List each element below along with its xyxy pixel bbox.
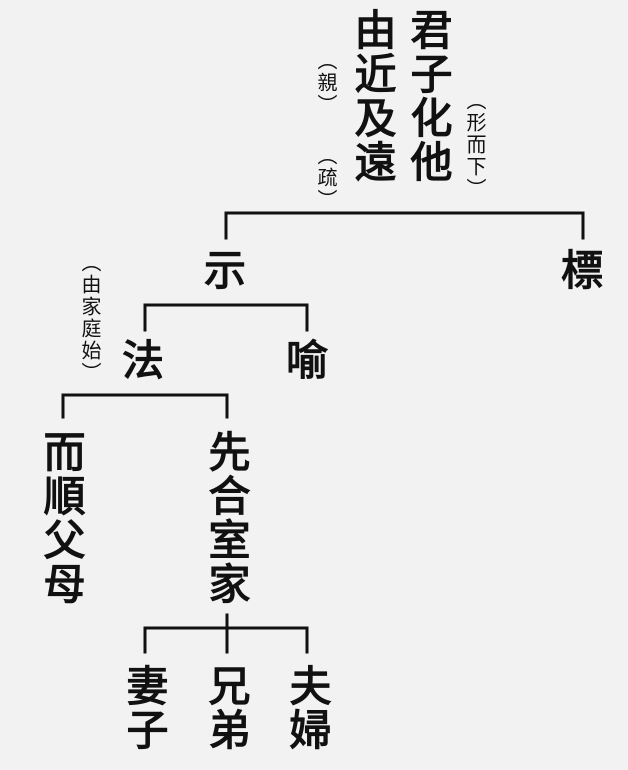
node-xiong-di: 兄弟	[202, 664, 251, 752]
node-shi: 示	[204, 246, 247, 295]
node-fu-fu: 夫婦	[283, 664, 332, 752]
node-qi-zi: 妻子	[120, 664, 169, 752]
connector-shi	[143, 303, 309, 332]
note-shu: （疏）	[314, 145, 338, 211]
node-biao: 標	[561, 246, 604, 295]
heading-col-right: 君子化他	[404, 8, 453, 184]
note-xing-er-xia: （形而下）	[463, 90, 487, 200]
node-er-shun-fu-mu: 而順父母	[37, 430, 86, 606]
node-fa: 法	[122, 336, 165, 385]
note-qin: （親）	[314, 50, 338, 116]
heading-col-left: 由近及遠	[348, 8, 397, 184]
node-xian-he-shi-jia: 先合室家	[202, 430, 251, 606]
note-you-jia-ting-shi: （由家庭始）	[78, 252, 102, 384]
node-yu: 喻	[286, 336, 329, 385]
connector-fa	[61, 393, 229, 419]
connector-root	[224, 211, 585, 240]
